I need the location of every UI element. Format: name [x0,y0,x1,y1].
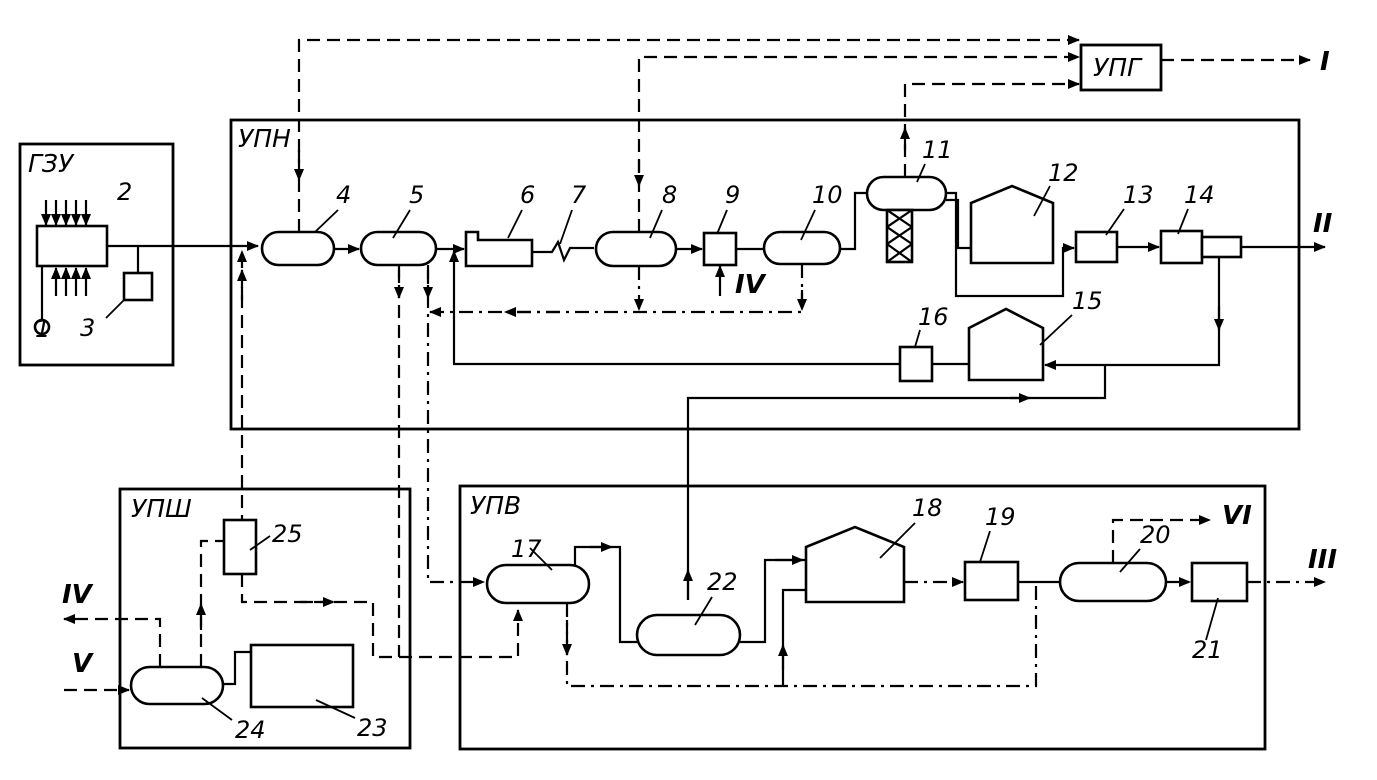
upg-title: УПГ [1093,53,1143,82]
block-14 [1159,229,1204,265]
num-20: 20 [1140,521,1171,549]
num-25: 25 [272,520,303,548]
num-24: 24 [235,716,266,744]
num-3: 3 [80,314,95,342]
num-15: 15 [1072,287,1103,315]
well-arrows [41,200,91,296]
separator-5 [359,230,438,267]
stream-IV-left: IV [62,580,94,610]
column-11-packing [885,208,914,264]
meter-14b [1200,235,1243,259]
num-16: 16 [918,303,949,331]
num-12: 12 [1048,159,1079,187]
num-8: 8 [662,181,677,209]
upg-block [1079,43,1163,92]
num-19: 19 [985,503,1016,531]
vessel-22 [635,613,742,657]
heater-6 [464,230,534,268]
block-19 [963,560,1020,602]
stream-III: III [1308,545,1337,575]
mixer-7 [540,239,594,263]
num-23: 23 [357,714,388,742]
num-6: 6 [520,181,535,209]
upn-dashed-lines [294,35,1311,317]
num-4: 4 [336,181,351,209]
upv-frame [458,484,1267,751]
tank-12 [969,184,1055,265]
gzu-frame [18,142,175,367]
num-14: 14 [1184,181,1215,209]
separator-8 [594,230,678,268]
num-5: 5 [409,181,424,209]
equipment-numbers: 1 2 3 4 5 6 7 8 9 10 11 12 13 14 15 16 1… [35,136,1223,744]
block-13 [1074,230,1119,264]
separator-4 [260,230,336,267]
inter-unit-lines [237,250,485,657]
meter-2 [35,224,109,268]
block-9 [702,231,738,267]
num-22: 22 [707,568,738,596]
upsh-lines [63,539,523,695]
vessel-20 [1058,561,1168,603]
separator-24 [129,665,225,706]
num-18: 18 [912,494,943,522]
upv-lines [562,515,1326,688]
num-2: 2 [117,178,132,206]
column-11 [865,175,948,212]
unit-23 [249,643,355,709]
upn-frame [229,118,1301,431]
tank-18 [804,525,906,604]
tank-15 [967,307,1045,382]
num-1: 1 [35,315,50,343]
num-10: 10 [812,181,843,209]
upn-title: УПН [238,124,291,153]
num-11: 11 [922,136,953,164]
upn-solid-lines [334,191,1326,600]
stream-II: II [1313,209,1333,239]
gzu-title: ГЗУ [28,149,75,178]
pump-16 [898,345,934,383]
stream-labels: I II III IV IV V VI [62,47,1337,679]
upsh-frame [118,487,412,750]
block-25 [222,518,258,576]
block-21 [1190,561,1249,603]
upsh-title: УПШ [131,494,192,523]
stream-V: V [72,649,94,679]
meter-3 [122,271,154,302]
upv-title: УПВ [470,491,521,520]
num-21: 21 [1192,636,1223,664]
stream-VI: VI [1222,501,1252,531]
num-7: 7 [571,181,587,209]
well-1 [33,318,51,336]
stream-I: I [1320,47,1330,77]
num-9: 9 [725,181,740,209]
num-17: 17 [511,535,542,563]
separator-17 [485,563,591,605]
stream-IV-upn: IV [735,270,767,300]
num-13: 13 [1123,181,1154,209]
